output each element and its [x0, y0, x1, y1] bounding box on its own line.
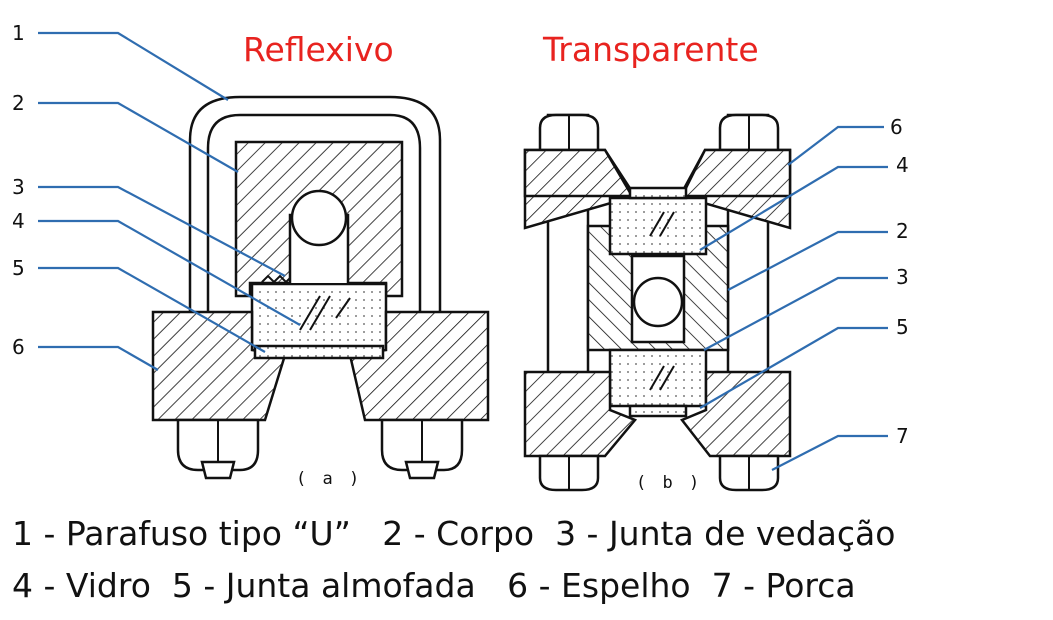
callout-b-2: 2 — [896, 219, 909, 243]
callout-b-3: 3 — [896, 265, 909, 289]
leader-b-5 — [699, 326, 888, 409]
leader-a-4 — [38, 219, 301, 326]
legend-line-2: 4 - Vidro 5 - Junta almofada 6 - Espelho… — [12, 566, 856, 605]
mirror-plate-bottom — [523, 370, 638, 458]
callout-a-5: 5 — [12, 256, 25, 280]
title-transparent: Transparente — [543, 30, 759, 69]
callout-b-5: 5 — [896, 315, 909, 339]
glass-upper — [608, 196, 708, 256]
title-reflexive: Reflexivo — [243, 30, 394, 69]
callout-a-4: 4 — [12, 209, 25, 233]
callout-a-2: 2 — [12, 91, 25, 115]
u-bolt-inner — [206, 113, 422, 326]
figure-b-caption: ( b ) — [636, 473, 702, 493]
callout-a-3: 3 — [12, 175, 25, 199]
figure-a-caption: ( a ) — [296, 469, 362, 489]
leader-b-2 — [727, 230, 888, 291]
u-bolt — [188, 95, 442, 330]
leader-b-4 — [699, 165, 888, 251]
glass — [250, 282, 388, 356]
leader-b-7 — [771, 434, 888, 471]
callout-b-7: 7 — [896, 424, 909, 448]
figure-a-reflexive: ( a ) 1 2 3 4 5 6 — [12, 21, 490, 489]
float-ball-b — [632, 276, 684, 328]
figure-b-transparent: ( b ) 6 4 2 3 5 7 — [523, 113, 909, 493]
leader-b-3 — [703, 276, 888, 351]
leader-a-6 — [38, 345, 159, 371]
leader-a-1 — [38, 31, 229, 101]
callout-a-1: 1 — [12, 21, 25, 45]
callout-a-6: 6 — [12, 335, 25, 359]
leader-a-3 — [38, 185, 286, 277]
legend-line-1: 1 - Parafuso tipo “U” 2 - Corpo 3 - Junt… — [12, 514, 896, 553]
leader-a-2 — [38, 101, 239, 173]
float-ball — [290, 189, 348, 247]
callout-b-4: 4 — [896, 153, 909, 177]
nut-right — [380, 418, 464, 480]
nut-left — [176, 418, 260, 480]
callout-b-6: 6 — [890, 115, 903, 139]
leader-b-6 — [787, 125, 884, 166]
cushion-gasket — [253, 344, 385, 360]
leader-a-5 — [38, 266, 266, 353]
